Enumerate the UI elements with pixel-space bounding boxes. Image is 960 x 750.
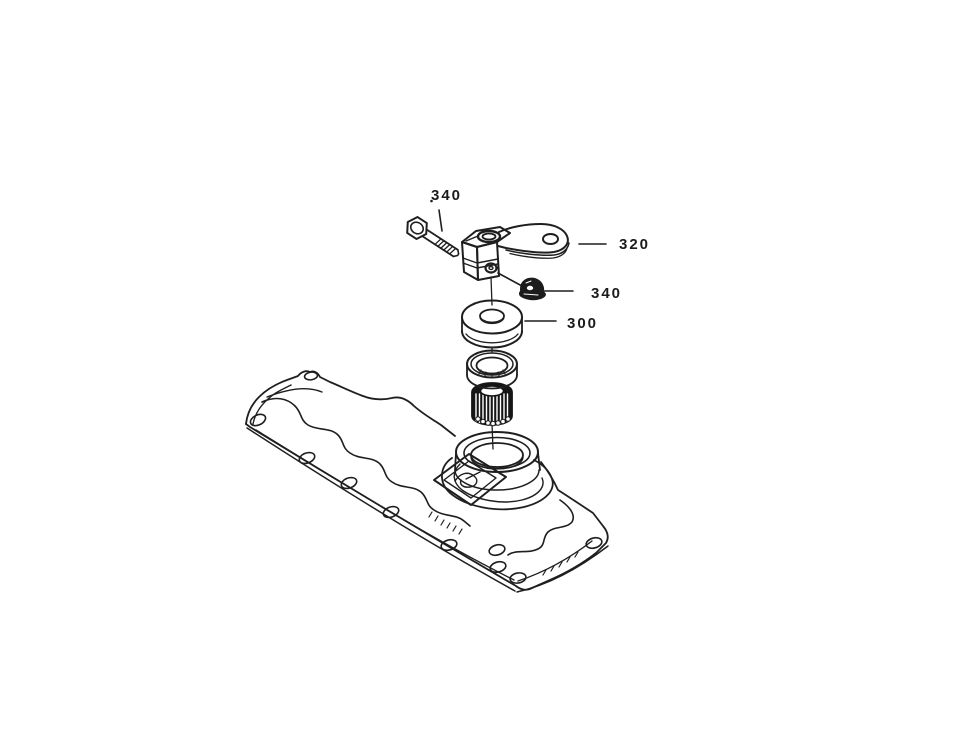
cover-edge-serrations xyxy=(428,511,579,576)
cover-plate xyxy=(245,370,609,593)
hex-bolt xyxy=(406,216,460,258)
needle-bearing-cage xyxy=(471,382,513,427)
leader-lines xyxy=(430,199,607,322)
bolt-holes xyxy=(249,371,603,584)
ring-hatching xyxy=(478,369,506,378)
washer-cap xyxy=(461,299,523,349)
seal-ring xyxy=(466,349,518,390)
leader-bolt-340 xyxy=(438,209,443,232)
stamped-emblem xyxy=(433,453,507,506)
roller-ends xyxy=(475,416,511,427)
callout-label-bolt: 340 xyxy=(431,187,463,204)
bolt-threads xyxy=(434,238,457,255)
leader-clamp-to-nut xyxy=(497,272,523,287)
hex-flange-nut xyxy=(518,277,546,301)
stray-mark xyxy=(430,199,433,203)
bearing-bore-tower xyxy=(454,431,541,491)
clamp-lever-arm xyxy=(461,223,570,281)
callout-label-nut: 340 xyxy=(591,285,623,302)
callout-label-washer: 300 xyxy=(567,315,599,332)
boss-platform xyxy=(441,457,554,511)
callout-label-lever: 320 xyxy=(619,236,651,253)
